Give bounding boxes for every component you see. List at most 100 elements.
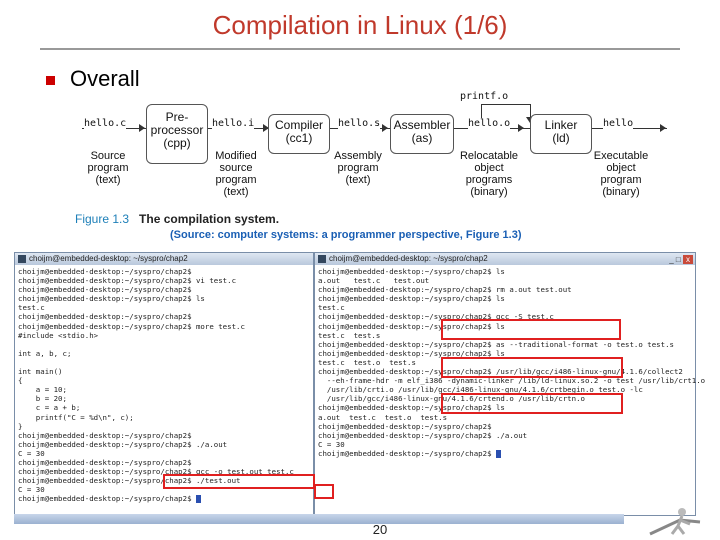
terminal-line: } xyxy=(18,421,23,431)
taskbar xyxy=(14,514,624,524)
terminal-line: /usr/lib/gcc/i486-linux-gnu/4.1.6/crtend… xyxy=(318,394,585,404)
terminal-line: #include <stdio.h> xyxy=(18,330,99,340)
terminal-line: choijm@embedded-desktop:~/syspro/chap2$ … xyxy=(318,285,572,295)
climbing-figure-icon xyxy=(649,508,701,536)
terminal-line: choijm@embedded-desktop:~/syspro/chap2$ … xyxy=(318,430,528,440)
terminal-line: b = 20; xyxy=(18,394,67,404)
minimize-button[interactable]: _ xyxy=(669,255,674,264)
label-executable: Executable object program (binary) xyxy=(593,150,649,198)
source-citation: (Source: computer systems: a programmer … xyxy=(170,229,522,241)
terminal-line: c = a + b; xyxy=(18,403,81,413)
file-hello-o: hello.o xyxy=(468,118,511,129)
terminal-right-title: choijm@embedded-desktop: ~/syspro/chap2 xyxy=(329,254,488,263)
terminal-line: test.c test.s xyxy=(318,330,381,340)
terminal-line: choijm@embedded-desktop:~/syspro/chap2$ xyxy=(18,457,192,467)
terminal-line: test.c test.o test.s xyxy=(318,357,416,367)
terminal-line: choijm@embedded-desktop:~/syspro/chap2$ … xyxy=(18,439,228,449)
terminal-cursor xyxy=(196,495,201,504)
stage-preprocessor: Pre- processor (cpp) xyxy=(146,104,208,164)
stage-linker: Linker (ld) xyxy=(530,114,592,154)
file-hello: hello xyxy=(603,118,634,129)
terminal-left-title: choijm@embedded-desktop: ~/syspro/chap2 xyxy=(29,254,188,263)
terminal-right[interactable]: choijm@embedded-desktop: ~/syspro/chap2 … xyxy=(314,252,706,516)
arrow-4 xyxy=(518,124,524,132)
label-modified: Modified source program (text) xyxy=(215,150,257,198)
terminal-line: choijm@embedded-desktop:~/syspro/chap2$ … xyxy=(18,321,245,331)
terminal-line: choijm@embedded-desktop:~/syspro/chap2$ … xyxy=(18,467,294,477)
stage-compiler: Compiler (cc1) xyxy=(268,114,330,154)
terminal-line: C = 30 xyxy=(318,439,345,449)
terminal-line: choijm@embedded-desktop:~/syspro/chap2$ … xyxy=(318,403,505,413)
arrow-5 xyxy=(660,124,666,132)
terminal-line: a = 10; xyxy=(18,385,67,395)
label-source: Source program (text) xyxy=(87,150,129,186)
close-button[interactable]: x xyxy=(683,255,693,264)
terminal-left[interactable]: choijm@embedded-desktop: ~/syspro/chap2 … xyxy=(14,252,314,516)
terminal-line: choijm@embedded-desktop:~/syspro/chap2$ … xyxy=(318,267,505,276)
maximize-button[interactable]: □ xyxy=(675,255,681,264)
terminal-line: choijm@embedded-desktop:~/syspro/chap2$ … xyxy=(18,276,237,286)
printf-connector xyxy=(481,104,482,124)
terminal-line: choijm@embedded-desktop:~/syspro/chap2$ … xyxy=(18,476,241,486)
terminal-line: choijm@embedded-desktop:~/syspro/chap2$ … xyxy=(318,294,505,304)
terminal-line: --eh-frame-hdr -m elf_i386 -dynamic-link… xyxy=(318,376,706,386)
page-number: 20 xyxy=(372,522,388,537)
terminal-left-output[interactable]: choijm@embedded-desktop:~/syspro/chap2$c… xyxy=(15,265,313,505)
printf-file: printf.o xyxy=(460,91,509,102)
terminal-line: choijm@embedded-desktop:~/syspro/chap2$ xyxy=(18,494,310,504)
terminal-line: choijm@embedded-desktop:~/syspro/chap2$ … xyxy=(318,321,505,331)
terminal-right-output[interactable]: choijm@embedded-desktop:~/syspro/chap2$ … xyxy=(315,265,706,460)
terminal-line: choijm@embedded-desktop:~/syspro/chap2$ xyxy=(18,312,192,322)
terminal-icon xyxy=(318,255,326,263)
highlight-gcc-s xyxy=(441,319,621,340)
terminal-right-titlebar[interactable]: choijm@embedded-desktop: ~/syspro/chap2 … xyxy=(315,253,695,265)
highlight-collect2 xyxy=(441,393,623,414)
terminal-line: choijm@embedded-desktop:~/syspro/chap2$ … xyxy=(18,294,205,304)
terminal-line: /usr/lib/crti.o /usr/lib/gcc/i486-linux-… xyxy=(318,385,643,395)
terminal-line: choijm@embedded-desktop:~/syspro/chap2$ … xyxy=(318,312,554,322)
terminal-line: choijm@embedded-desktop:~/syspro/chap2$ xyxy=(18,430,192,440)
terminal-line: printf("C = %d\n", c); xyxy=(18,412,134,422)
terminal-line: a.out test.c test.o test.s xyxy=(318,412,448,422)
terminal-line: test.c xyxy=(18,303,45,313)
bullet-marker xyxy=(46,76,55,85)
terminal-line: test.c xyxy=(318,303,345,313)
terminal-line xyxy=(18,340,310,349)
compilation-figure: printf.o hello.c hello.i hello.s hello.o… xyxy=(60,88,700,238)
figure-caption-text: The compilation system. xyxy=(139,212,280,226)
terminal-left-titlebar[interactable]: choijm@embedded-desktop: ~/syspro/chap2 xyxy=(15,253,313,265)
label-relocatable: Relocatable object programs (binary) xyxy=(459,150,519,198)
terminal-line: choijm@embedded-desktop:~/syspro/chap2$ … xyxy=(318,367,683,377)
terminal-line: { xyxy=(18,376,23,386)
terminal-line: int a, b, c; xyxy=(18,348,72,358)
stage-assembler: Assembler (as) xyxy=(390,114,454,154)
terminal-cursor xyxy=(496,449,501,458)
terminal-line: choijm@embedded-desktop:~/syspro/chap2$ … xyxy=(318,348,505,358)
file-hello-i: hello.i xyxy=(212,118,255,129)
window-buttons: _ □ x xyxy=(669,254,693,266)
terminal-icon xyxy=(18,255,26,263)
label-assembly: Assembly program (text) xyxy=(334,150,382,186)
slide-title: Compilation in Linux (1/6) xyxy=(212,10,508,40)
figure-caption: Figure 1.3 The compilation system. xyxy=(75,212,279,226)
highlight-as xyxy=(441,357,623,378)
terminal-line: choijm@embedded-desktop:~/syspro/chap2$ xyxy=(318,421,492,431)
arrow-1 xyxy=(139,124,145,132)
terminal-line xyxy=(18,358,310,367)
terminal-line: C = 30 xyxy=(18,448,45,458)
file-hello-s: hello.s xyxy=(338,118,381,129)
arrow-2 xyxy=(263,124,269,132)
terminal-line: choijm@embedded-desktop:~/syspro/chap2$ xyxy=(318,449,692,458)
printf-connector-h xyxy=(481,104,530,105)
title-divider xyxy=(40,48,680,50)
printf-connector-v xyxy=(530,104,531,119)
terminal-line: int main() xyxy=(18,367,63,377)
file-hello-c: hello.c xyxy=(84,118,127,129)
highlight-output xyxy=(314,484,334,499)
bullet-text: Overall xyxy=(70,66,140,91)
terminal-line: a.out test.c test.out xyxy=(318,276,430,286)
terminal-line: C = 30 xyxy=(18,485,45,495)
highlight-gcc-o xyxy=(163,474,315,489)
figure-number: Figure 1.3 xyxy=(75,212,130,226)
terminal-line: choijm@embedded-desktop:~/syspro/chap2$ xyxy=(18,267,192,276)
